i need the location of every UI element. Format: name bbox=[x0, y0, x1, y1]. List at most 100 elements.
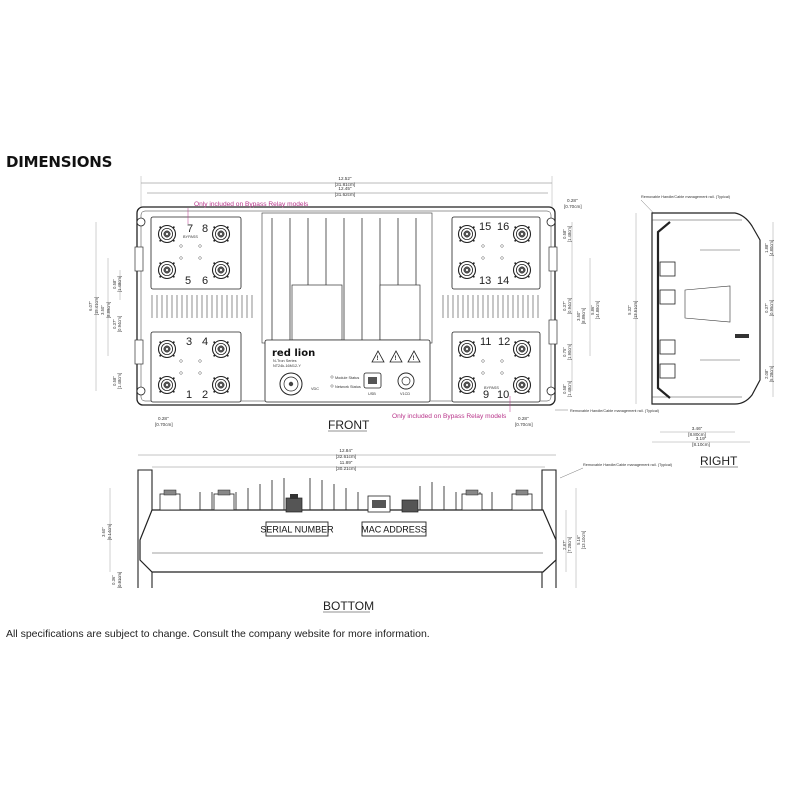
port-label-16: 16 bbox=[497, 221, 509, 233]
right-top-dim-mm: [1.48cm] bbox=[567, 226, 572, 242]
right-lower1-dim-mm: [1.90cm] bbox=[567, 344, 572, 360]
series-line-1: N-Tron Series bbox=[273, 359, 297, 363]
mac-address-label: MAC ADDRESS bbox=[361, 525, 427, 535]
right-mid-dim: 0.37" bbox=[562, 301, 567, 311]
side-height-dim: 5.32" bbox=[627, 305, 632, 315]
port-label-2: 2 bbox=[202, 389, 208, 401]
right-view-label: RIGHT bbox=[700, 454, 738, 468]
left-height-dim-mm: [15.41cm] bbox=[94, 297, 99, 315]
left-337-dim-mm: [0.94cm] bbox=[117, 316, 122, 332]
handle-note-front: Removable Handle/Cable management rail. … bbox=[570, 409, 660, 413]
port-label-7: 7 bbox=[187, 223, 193, 235]
bot-right-b-dim-mm: [13.10cm] bbox=[581, 531, 586, 549]
left-lower-dim-mm: [1.48cm] bbox=[117, 373, 122, 389]
bot-left-low-dim: 0.36" bbox=[111, 575, 116, 585]
front-width-inner: 12.45" bbox=[338, 186, 351, 191]
svg-text:!: ! bbox=[395, 356, 397, 362]
bot-left-low-dim-mm: [0.91cm] bbox=[117, 572, 122, 588]
bot-width-outer-dim: 12.84" bbox=[339, 448, 352, 453]
right-top-dim: 0.58" bbox=[562, 229, 567, 239]
port-label-15: 15 bbox=[479, 221, 491, 233]
corner-top-dim: 0.28" bbox=[567, 198, 578, 203]
right-lower1-dim: 0.75" bbox=[562, 347, 567, 357]
left-upper-dim: 0.58" bbox=[112, 279, 117, 289]
port-label-8: 8 bbox=[202, 223, 208, 235]
bot-width-outer-dim-mm: [32.61cm] bbox=[336, 454, 356, 459]
handle-note-bottom: Removable Handle/Cable management rail. … bbox=[583, 463, 673, 467]
port-label-14: 14 bbox=[497, 275, 509, 287]
series-line-2: NT24k-16M12-Y bbox=[273, 364, 301, 368]
left-337-dim: 0.37" bbox=[112, 319, 117, 329]
v1cd-label: V1CD bbox=[400, 392, 410, 396]
right-height-dim-mm: [14.88cm] bbox=[595, 301, 600, 319]
port-label-5: 5 bbox=[185, 275, 191, 287]
front-view-label: FRONT bbox=[328, 418, 370, 432]
network-status-label: Network Status bbox=[335, 385, 361, 389]
bot-left-height-dim: 3.60" bbox=[101, 527, 106, 537]
left-mid-dim: 3.50" bbox=[100, 305, 105, 315]
left-upper-dim-mm: [1.48cm] bbox=[117, 276, 122, 292]
bot-right-b-dim: 5.16" bbox=[576, 535, 581, 545]
right-mid-dim-mm: [0.94cm] bbox=[567, 298, 572, 314]
side-width-dim-mm: [8.10cm] bbox=[692, 442, 710, 447]
usb-label: USB bbox=[368, 392, 376, 396]
side-depth-dim-mm: [8.80cm] bbox=[688, 432, 706, 437]
side-depth-dim: 3.46" bbox=[692, 426, 703, 431]
warning-icon: ! ! ! bbox=[371, 350, 421, 363]
port-label-3: 3 bbox=[186, 336, 192, 348]
side-height-dim-mm: [13.51cm] bbox=[633, 301, 638, 319]
bypass-note-top: Only included on Bypass Relay models bbox=[194, 201, 309, 208]
left-height-dim: 6.07" bbox=[88, 301, 93, 311]
port-label-1: 1 bbox=[186, 389, 192, 401]
front-width-outer-mm: [31.81cm] bbox=[335, 182, 355, 187]
svg-text:!: ! bbox=[377, 356, 379, 362]
right-inner-dim: 3.50" bbox=[576, 311, 581, 321]
port-label-6: 6 bbox=[202, 275, 208, 287]
brand-logo: red lion bbox=[272, 348, 315, 359]
module-status-label: Module Status bbox=[335, 376, 359, 380]
corner-top-dim-mm: [0.70cm] bbox=[564, 204, 582, 209]
bot-left-height-dim-mm: [9.14cm] bbox=[107, 524, 112, 540]
side-width-dim: 3.19" bbox=[696, 436, 707, 441]
front-width-outer: 12.52" bbox=[338, 176, 351, 181]
port-label-13: 13 bbox=[479, 275, 491, 287]
port-label-4: 4 bbox=[202, 336, 208, 348]
left-lower-dim: 0.58" bbox=[112, 376, 117, 386]
bypass-label-2: BYPASS bbox=[484, 386, 499, 390]
side-upper-dim-mm: [4.80cm] bbox=[769, 240, 774, 256]
bottom-view-label: BOTTOM bbox=[323, 599, 374, 613]
bottom-right-dim: 0.28" bbox=[518, 416, 529, 421]
disclaimer-text: All specifications are subject to change… bbox=[6, 628, 430, 640]
bottom-right-dim-mm: [0.70cm] bbox=[515, 422, 533, 427]
port-label-11: 11 bbox=[480, 336, 491, 348]
right-lower2-dim-mm: [1.48cm] bbox=[567, 381, 572, 397]
bottom-view: 12.84" [32.61cm] 11.89" [30.21cm] Remova… bbox=[101, 448, 673, 613]
right-inner-dim-mm: [8.89cm] bbox=[581, 308, 586, 324]
bottom-left-dim-mm: [0.70cm] bbox=[155, 422, 173, 427]
side-mid-dim: 0.37" bbox=[764, 303, 769, 313]
side-lower-dim: 2.08" bbox=[764, 369, 769, 379]
serial-number-label: SERIAL NUMBER bbox=[260, 525, 334, 535]
port-label-12: 12 bbox=[498, 336, 510, 348]
bot-right-a-dim: 2.87" bbox=[562, 540, 567, 550]
front-view: 12.52" [31.81cm] 12.45" [31.62cm] 0.28" … bbox=[88, 176, 660, 432]
bypass-note-bottom: Only included on Bypass Relay models bbox=[392, 413, 507, 420]
page-title: DIMENSIONS bbox=[6, 153, 113, 171]
vdc-label: VDC bbox=[311, 387, 319, 391]
bot-width-inner-dim-mm: [30.21cm] bbox=[336, 466, 356, 471]
port-label-9: 9 bbox=[483, 389, 489, 401]
right-view: Removable Handle/Cable management rail. … bbox=[627, 195, 774, 468]
handle-note-right: Removable Handle/Cable management rail. … bbox=[641, 195, 731, 199]
bypass-label-1: BYPASS bbox=[183, 235, 198, 239]
bottom-left-dim: 0.28" bbox=[158, 416, 169, 421]
svg-text:!: ! bbox=[413, 356, 415, 362]
bot-right-a-dim-mm: [7.28cm] bbox=[567, 537, 572, 553]
side-lower-dim-mm: [5.28cm] bbox=[769, 366, 774, 382]
side-upper-dim: 1.88" bbox=[764, 243, 769, 253]
bot-width-inner-dim: 11.89" bbox=[340, 460, 353, 465]
right-lower2-dim: 0.58" bbox=[562, 384, 567, 394]
right-height-dim: 5.86" bbox=[590, 305, 595, 315]
left-mid-dim-mm: [8.89cm] bbox=[106, 302, 111, 318]
